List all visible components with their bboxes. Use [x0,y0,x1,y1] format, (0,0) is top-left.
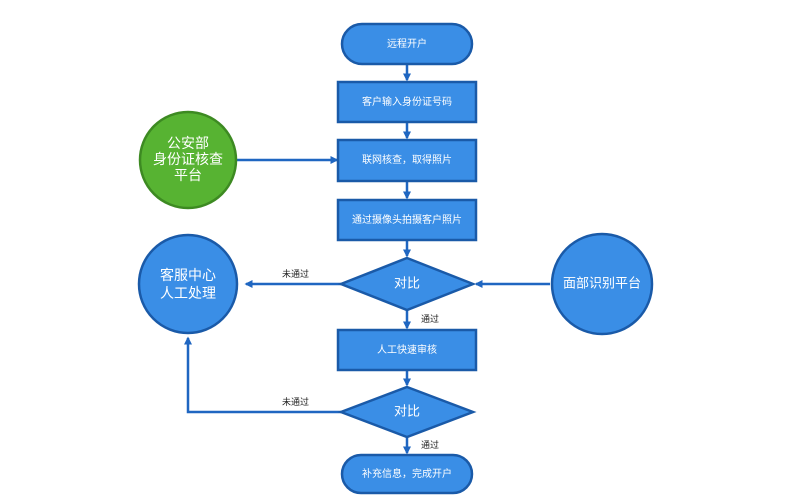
enter-id-label: 客户输入身份证号码 [362,95,452,108]
edge-label-pass-1: 通过 [421,313,439,325]
police-platform-line-1: 公安部 [167,136,209,152]
node-manual-review [336,328,478,372]
node-start [340,22,474,66]
police-platform-line-3: 平台 [174,168,202,184]
node-compare-2 [337,385,477,439]
service-center-line-2: 人工处理 [160,286,216,302]
manual-review-label: 人工快速审核 [377,343,437,356]
capture-photo-label: 通过摄像头拍摄客户照片 [352,213,462,226]
node-verify-online [336,138,478,183]
node-face-platform [550,232,654,336]
node-enter-id [336,80,478,124]
node-police-platform [138,110,238,210]
edge-label-fail-2: 未通过 [282,396,309,408]
node-service-center [137,233,239,335]
side-nodes [137,110,654,336]
arrow-compare-2-to-service [184,336,341,414]
node-finish [340,453,474,495]
connectors [184,64,550,455]
process-nodes [336,22,478,495]
police-platform-line-2: 身份证核查 [153,152,223,168]
node-compare-1 [337,256,477,312]
compare-1-label: 对比 [394,277,420,292]
edge-label-pass-2: 通过 [421,439,439,451]
face-platform-label: 面部识别平台 [563,277,641,292]
finish-label: 补充信息，完成开户 [362,467,452,480]
service-center-line-1: 客服中心 [160,267,216,284]
edge-label-fail-1: 未通过 [282,268,309,280]
node-labels: 远程开户 客户输入身份证号码 联网核查，取得照片 通过摄像头拍摄客户照片 对比 … [153,37,641,480]
start-label: 远程开户 [387,37,427,50]
node-capture-photo [336,198,478,242]
compare-2-label: 对比 [394,405,420,420]
verify-online-label: 联网核查，取得照片 [362,153,452,166]
edge-labels: 通过 未通过 通过 未通过 [282,268,439,451]
